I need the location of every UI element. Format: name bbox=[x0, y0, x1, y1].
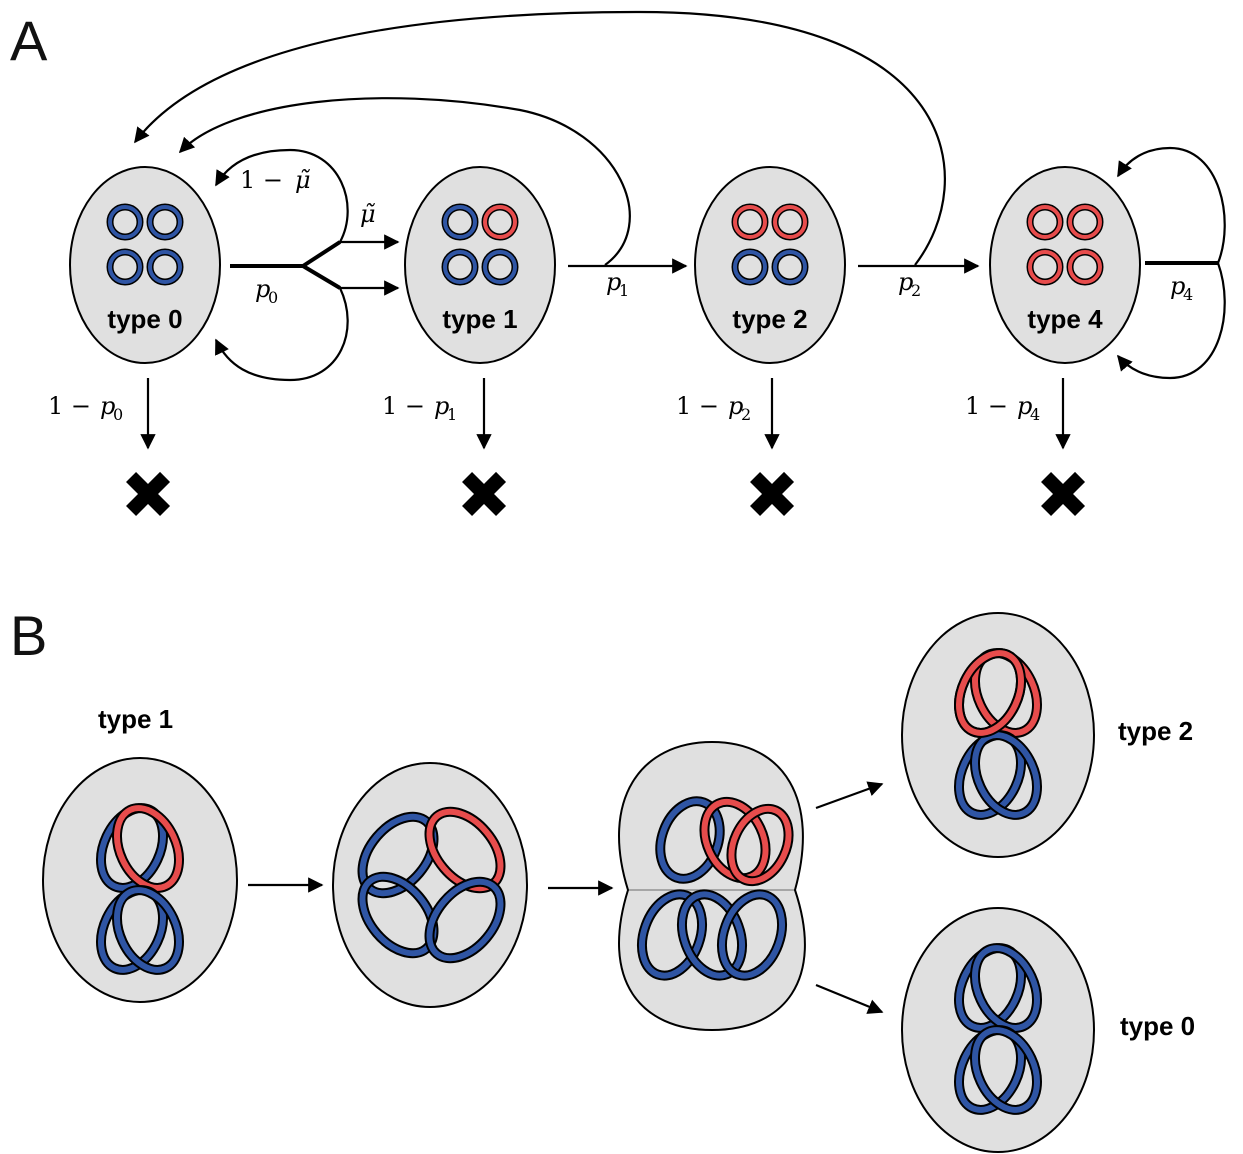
arc-type1-to-type0 bbox=[178, 97, 631, 266]
cell-type-0: type 0 bbox=[69, 166, 221, 364]
svg-text:p: p bbox=[100, 392, 115, 420]
b-arrow-to-type2 bbox=[815, 781, 884, 810]
ring-fill-type0-0 bbox=[108, 205, 142, 239]
label-one-minus-p0: 1 − p 0 bbox=[48, 392, 123, 424]
b-div-bot-c-fill bbox=[719, 891, 785, 979]
svg-text:4: 4 bbox=[1030, 405, 1040, 424]
label-one-minus-mu: 1 − μ̃ bbox=[240, 166, 311, 194]
b-div-bot-b-fill bbox=[679, 891, 745, 979]
label-p1: p 1 bbox=[606, 268, 629, 300]
svg-text:p: p bbox=[606, 268, 621, 296]
svg-text:4: 4 bbox=[1183, 285, 1193, 304]
ring-fill-type0-1 bbox=[148, 205, 182, 239]
loop-type4-lower bbox=[1117, 262, 1226, 380]
panel-b-outcome-bottom-label: type 0 bbox=[1120, 1011, 1195, 1041]
label-one-minus-p4: 1 − p 4 bbox=[965, 392, 1040, 424]
svg-text:p: p bbox=[728, 392, 743, 420]
svg-text:1 −: 1 − bbox=[965, 392, 1008, 420]
svg-text:1: 1 bbox=[447, 405, 457, 424]
chromosome-drawings bbox=[96, 648, 1042, 1115]
label-p0: p 0 bbox=[255, 275, 278, 307]
panel-b-letter: B bbox=[10, 604, 47, 667]
b-type2-red-top-a-fill bbox=[956, 650, 1024, 736]
ring-fill-type2-1 bbox=[773, 205, 807, 239]
ring-fill-type0-2 bbox=[108, 250, 142, 284]
panel-b-start-label: type 1 bbox=[98, 704, 173, 734]
type-0-label: type 0 bbox=[107, 304, 182, 334]
svg-text:0: 0 bbox=[268, 288, 278, 307]
svg-text:1: 1 bbox=[619, 281, 629, 300]
b-type0-chromosome-top-b-fill bbox=[972, 945, 1040, 1031]
svg-text:1 −: 1 − bbox=[240, 166, 283, 194]
svg-text:p: p bbox=[255, 275, 270, 303]
cell-type-4: type 4 bbox=[989, 166, 1141, 364]
plasmid-rings bbox=[106, 203, 1104, 286]
ring-fill-type1-2 bbox=[443, 250, 477, 284]
svg-text:p: p bbox=[434, 392, 449, 420]
loop-type4-upper bbox=[1117, 146, 1226, 264]
svg-text:0: 0 bbox=[113, 405, 123, 424]
type-2-label: type 2 bbox=[732, 304, 807, 334]
arc-type2-to-type0 bbox=[134, 10, 946, 266]
svg-text:p: p bbox=[1170, 272, 1185, 300]
ring-fill-type3-3 bbox=[1068, 250, 1102, 284]
ring-fill-type1-1 bbox=[483, 205, 517, 239]
b-type1-chromosome-top-b-fill bbox=[114, 805, 182, 891]
panel-a-letter: A bbox=[10, 9, 48, 72]
svg-text:p: p bbox=[1017, 392, 1032, 420]
p0-fork-up bbox=[301, 240, 342, 268]
label-p4: p 4 bbox=[1170, 272, 1193, 304]
loop-type0-lower bbox=[215, 287, 349, 382]
b-rep-leaf-br-fill bbox=[426, 878, 504, 962]
b-div-top-a-fill bbox=[657, 798, 723, 882]
svg-text:1 −: 1 − bbox=[382, 392, 425, 420]
type-1-label: type 1 bbox=[442, 304, 517, 334]
svg-text:μ̃: μ̃ bbox=[295, 166, 311, 194]
svg-text:1 −: 1 − bbox=[676, 392, 719, 420]
ring-fill-type1-0 bbox=[443, 205, 477, 239]
b-div-bot-a-fill bbox=[639, 891, 705, 979]
svg-text:2: 2 bbox=[911, 281, 921, 300]
ring-fill-type2-3 bbox=[773, 250, 807, 284]
b-type0-chromosome-bot-b-fill bbox=[972, 1027, 1040, 1113]
ring-fill-type1-3 bbox=[483, 250, 517, 284]
death-mark-type2: ✖ bbox=[744, 457, 799, 534]
death-mark-type4: ✖ bbox=[1035, 457, 1090, 534]
label-p2: p 2 bbox=[898, 268, 921, 300]
panel-b-outcome-top-label: type 2 bbox=[1118, 716, 1193, 746]
label-one-minus-p2: 1 − p 2 bbox=[676, 392, 751, 424]
svg-text:2: 2 bbox=[741, 405, 751, 424]
cell-type-1: type 1 bbox=[404, 166, 556, 364]
ring-fill-type3-1 bbox=[1068, 205, 1102, 239]
svg-text:1 −: 1 − bbox=[48, 392, 91, 420]
label-one-minus-p1: 1 − p 1 bbox=[382, 392, 457, 424]
type-4-label: type 4 bbox=[1027, 304, 1103, 334]
ring-fill-type2-0 bbox=[733, 205, 767, 239]
death-mark-type0: ✖ bbox=[120, 457, 175, 534]
b-type1-chromosome-bot-b-fill bbox=[114, 887, 182, 973]
loop-type0-upper bbox=[215, 148, 349, 243]
b-cell-dividing bbox=[618, 740, 806, 1032]
death-mark-type1: ✖ bbox=[456, 457, 511, 534]
b-div-top-c-fill bbox=[728, 805, 792, 885]
p0-fork-down bbox=[301, 264, 342, 290]
label-mu: μ̃ bbox=[360, 200, 376, 228]
ring-fill-type2-2 bbox=[733, 250, 767, 284]
svg-text:μ̃: μ̃ bbox=[360, 200, 376, 228]
b-type2-chromosome-bot-b-fill bbox=[972, 732, 1040, 818]
ring-fill-type0-3 bbox=[148, 250, 182, 284]
svg-text:p: p bbox=[898, 268, 913, 296]
ring-fill-type3-0 bbox=[1028, 205, 1062, 239]
ring-fill-type3-2 bbox=[1028, 250, 1062, 284]
b-rep-leaf-bl-fill bbox=[359, 873, 437, 957]
b-arrow-to-type0 bbox=[815, 983, 884, 1014]
cell-type-2: type 2 bbox=[694, 166, 846, 364]
